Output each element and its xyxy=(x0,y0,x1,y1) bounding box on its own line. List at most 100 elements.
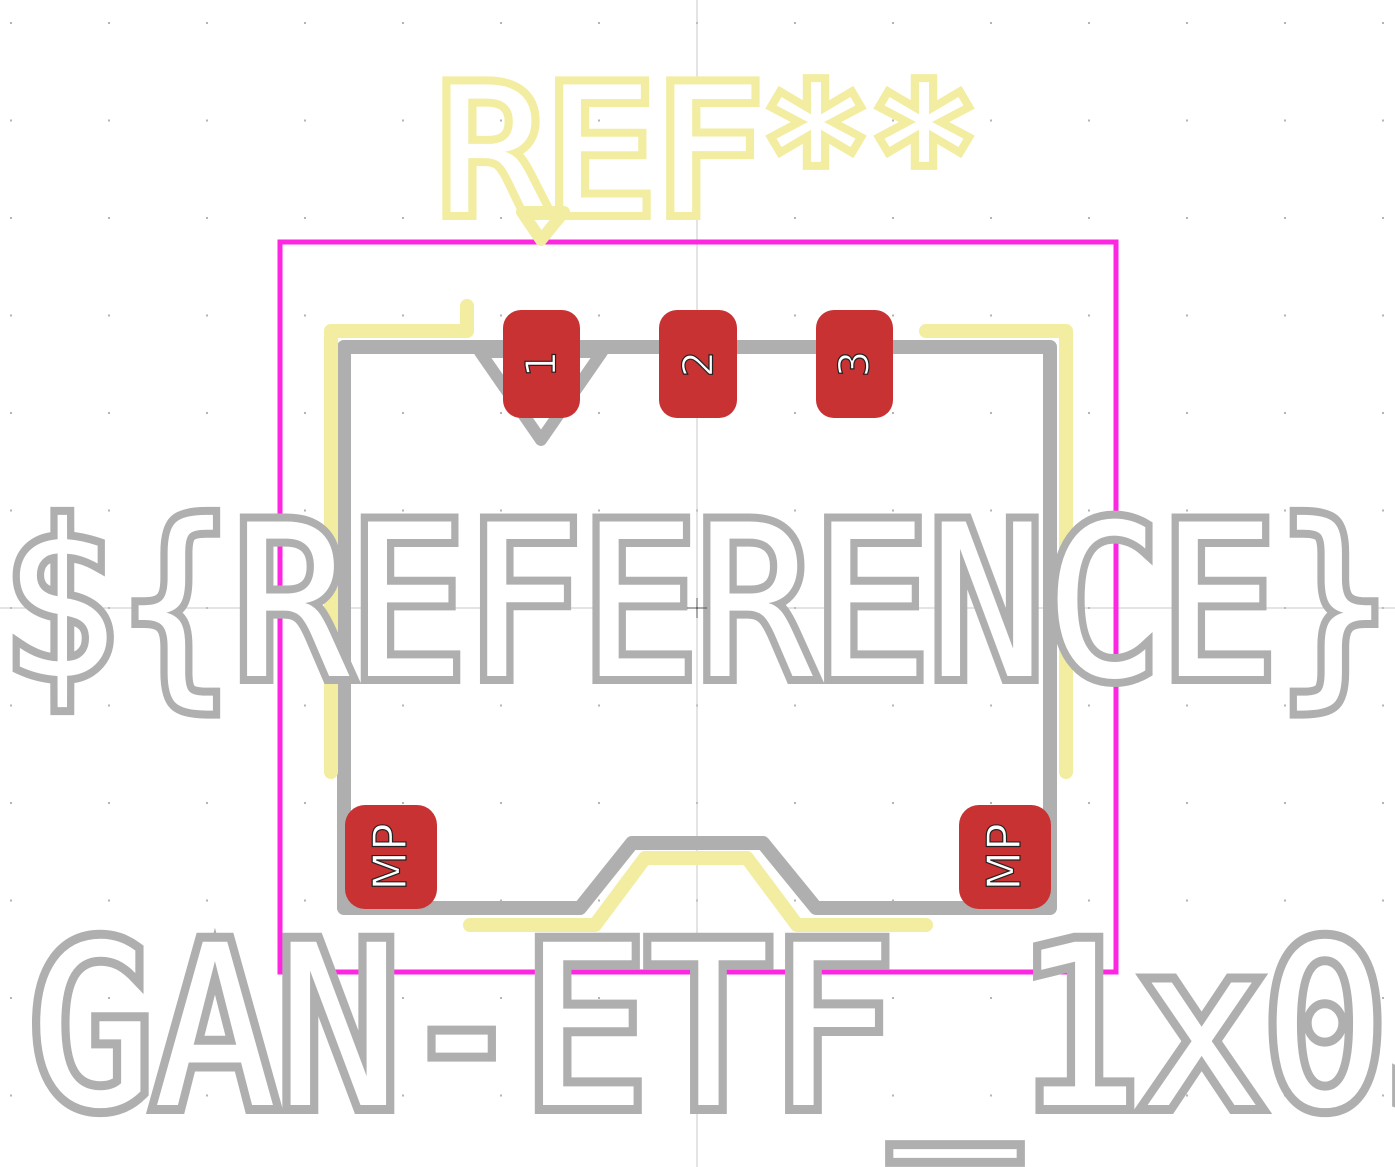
grid-dot xyxy=(1284,899,1286,902)
grid-dot xyxy=(1088,22,1090,24)
pad-mp-right-number: MP xyxy=(977,823,1031,890)
grid-dot xyxy=(1382,314,1384,317)
grid-dot xyxy=(892,802,894,804)
grid-dot xyxy=(206,119,208,122)
grid-dot xyxy=(598,802,600,804)
grid-dot xyxy=(10,509,12,512)
grid-dot xyxy=(892,509,894,512)
grid-dot xyxy=(500,119,502,122)
grid-dot xyxy=(794,119,796,122)
grid-dot xyxy=(402,217,404,219)
pad-3[interactable]: 3 xyxy=(816,310,893,418)
grid-dot xyxy=(1382,899,1384,902)
grid-dot xyxy=(108,314,110,317)
grid-dot xyxy=(402,119,404,122)
grid-dot xyxy=(304,1094,306,1097)
grid-dot xyxy=(1088,509,1090,512)
grid-dot xyxy=(1088,412,1090,414)
grid-dot xyxy=(794,997,796,999)
grid-dot xyxy=(892,314,894,317)
grid-dot xyxy=(1284,704,1286,707)
pad-3-copper xyxy=(816,310,893,418)
grid-dot xyxy=(10,412,12,414)
grid-dot xyxy=(598,314,600,317)
grid-dot xyxy=(990,119,992,122)
grid-dot xyxy=(1284,412,1286,414)
grid-dot xyxy=(206,217,208,219)
grid-dot xyxy=(1382,997,1384,999)
grid-dot xyxy=(304,22,306,24)
grid-dot xyxy=(10,997,12,999)
grid-dots xyxy=(10,22,1384,1097)
grid-dot xyxy=(794,802,796,804)
grid-dot xyxy=(10,1094,12,1097)
grid-dot xyxy=(794,1094,796,1097)
grid-dot xyxy=(794,509,796,512)
grid-dot xyxy=(1088,217,1090,219)
reference-field-text[interactable]: ${REFERENCE} xyxy=(0,471,1395,734)
grid-dot xyxy=(10,217,12,219)
grid-dot xyxy=(500,1094,502,1097)
grid-dot xyxy=(206,1094,208,1097)
grid-dot xyxy=(1186,412,1188,414)
grid-dot xyxy=(990,704,992,707)
grid-dot xyxy=(892,119,894,122)
grid-dot xyxy=(892,704,894,707)
grid-dot xyxy=(304,119,306,122)
grid-dot xyxy=(1284,1094,1286,1097)
grid-dot xyxy=(1186,217,1188,219)
silkscreen-outline xyxy=(324,299,1073,932)
grid-dot xyxy=(794,704,796,707)
grid-dot xyxy=(206,997,208,999)
grid-dot xyxy=(402,802,404,804)
silk-right-corner xyxy=(919,324,1073,779)
grid-dot xyxy=(1088,997,1090,999)
grid-dot xyxy=(304,217,306,219)
grid-dot xyxy=(206,509,208,512)
grid-dot xyxy=(990,802,992,804)
pad-mp-right[interactable]: MP xyxy=(959,805,1051,909)
grid-dot xyxy=(402,1094,404,1097)
pad-mp-left[interactable]: MP xyxy=(345,805,437,909)
grid-dot xyxy=(304,899,306,902)
grid-dot xyxy=(10,22,12,24)
ref-designator-text[interactable]: REF** xyxy=(430,43,986,262)
grid-dot xyxy=(892,22,894,24)
pad-1[interactable]: 1 xyxy=(503,310,580,418)
pad-2-number: 2 xyxy=(674,351,723,378)
grid-dot xyxy=(10,119,12,122)
grid-dot xyxy=(108,119,110,122)
grid-dot xyxy=(598,899,600,902)
grid-dot xyxy=(10,314,12,317)
grid-dot xyxy=(598,704,600,707)
grid-dot xyxy=(108,899,110,902)
grid-dot xyxy=(598,997,600,999)
grid-dot xyxy=(1186,1094,1188,1097)
grid-dot xyxy=(402,22,404,24)
value-field-text[interactable]: GAN-ETF_1x03 xyxy=(21,888,1395,1167)
grid-dot xyxy=(1284,217,1286,219)
grid-dot xyxy=(108,509,110,512)
grid-dot xyxy=(402,314,404,317)
grid-dot xyxy=(402,997,404,999)
grid-dot xyxy=(892,899,894,902)
grid-dot xyxy=(1088,314,1090,317)
grid-dot xyxy=(892,412,894,414)
grid-dot xyxy=(892,1094,894,1097)
grid-dot xyxy=(500,997,502,999)
grid-dot xyxy=(598,119,600,122)
grid-dot xyxy=(1284,802,1286,804)
pad-mp-left-copper xyxy=(345,805,437,909)
grid-dot xyxy=(1186,802,1188,804)
grid-dot xyxy=(206,899,208,902)
grid-dot xyxy=(10,704,12,707)
grid-dot xyxy=(1284,509,1286,512)
pad-2[interactable]: 2 xyxy=(659,310,737,418)
grid-dot xyxy=(1186,997,1188,999)
grid-dot xyxy=(108,802,110,804)
pad-mp-right-copper xyxy=(959,805,1051,909)
grid-dot xyxy=(990,22,992,24)
grid-dot xyxy=(1382,412,1384,414)
